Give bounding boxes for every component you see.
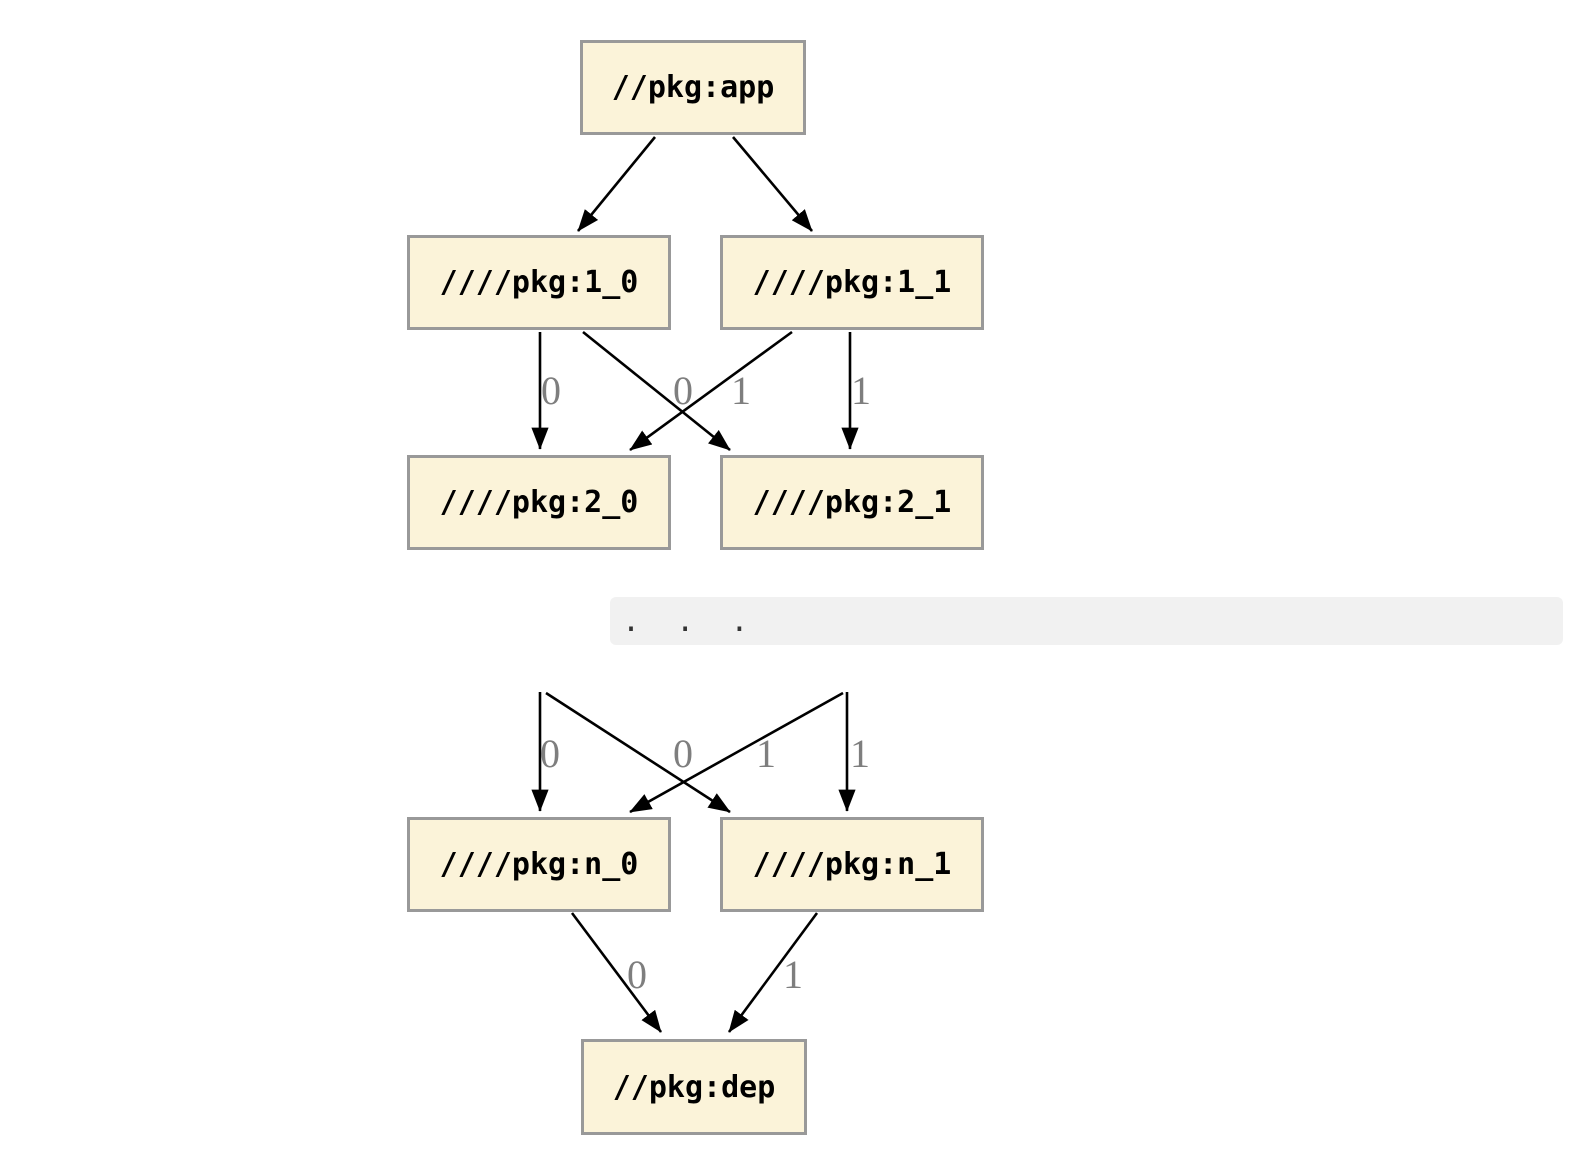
edge-arrow-ellipsis-to-n_0 xyxy=(629,691,844,814)
node-pkg-1_1: ////pkg:1_1 xyxy=(720,235,984,330)
ellipsis-code-block: . . . xyxy=(610,597,1563,645)
node-label: ////pkg:2_0 xyxy=(439,485,639,520)
edge-label-ellipsis-to-n_0: 0 xyxy=(673,731,693,776)
node-label: ////pkg:n_0 xyxy=(439,847,639,882)
node-pkg-app: //pkg:app xyxy=(580,40,806,135)
node-label: ////pkg:n_1 xyxy=(752,847,952,882)
node-label: ////pkg:1_1 xyxy=(752,265,952,300)
edge-label-ellipsis-to-n_0: 0 xyxy=(540,731,560,776)
node-label: //pkg:dep xyxy=(612,1069,776,1105)
edge-arrow-1_1-to-2_0 xyxy=(629,330,793,452)
edge-arrow-ellipsis-to-n_1 xyxy=(545,691,731,814)
edge-arrow-1_0-to-2_1 xyxy=(582,330,731,452)
edge-label-1_0-to-2_1: 1 xyxy=(731,368,751,413)
node-label: ////pkg:1_0 xyxy=(439,265,639,300)
node-label: ////pkg:2_1 xyxy=(752,485,952,520)
edge-label-ellipsis-to-n_1: 1 xyxy=(850,731,870,776)
ellipsis-text: . . . xyxy=(622,603,749,639)
edge-label-1_0-to-2_0: 0 xyxy=(541,368,561,413)
node-pkg-n_0: ////pkg:n_0 xyxy=(407,817,671,912)
edge-arrow-app-to-1_0 xyxy=(576,136,657,232)
edge-arrow-n_0-to-dep xyxy=(570,912,663,1033)
edge-label-1_1-to-2_1: 1 xyxy=(851,368,871,413)
edge-arrow-app-to-1_1 xyxy=(732,136,813,232)
node-pkg-dep: //pkg:dep xyxy=(581,1039,807,1135)
node-label: //pkg:app xyxy=(611,70,775,105)
edge-label-n_1-to-dep: 1 xyxy=(783,952,803,997)
node-pkg-2_1: ////pkg:2_1 xyxy=(720,455,984,550)
edge-arrow-n_1-to-dep xyxy=(727,912,819,1033)
node-pkg-n_1: ////pkg:n_1 xyxy=(720,817,984,912)
edge-label-n_0-to-dep: 0 xyxy=(627,952,647,997)
edge-label-ellipsis-to-n_1: 1 xyxy=(756,731,776,776)
node-pkg-2_0: ////pkg:2_0 xyxy=(407,455,671,550)
node-pkg-1_0: ////pkg:1_0 xyxy=(407,235,671,330)
edge-label-1_1-to-2_0: 0 xyxy=(673,368,693,413)
